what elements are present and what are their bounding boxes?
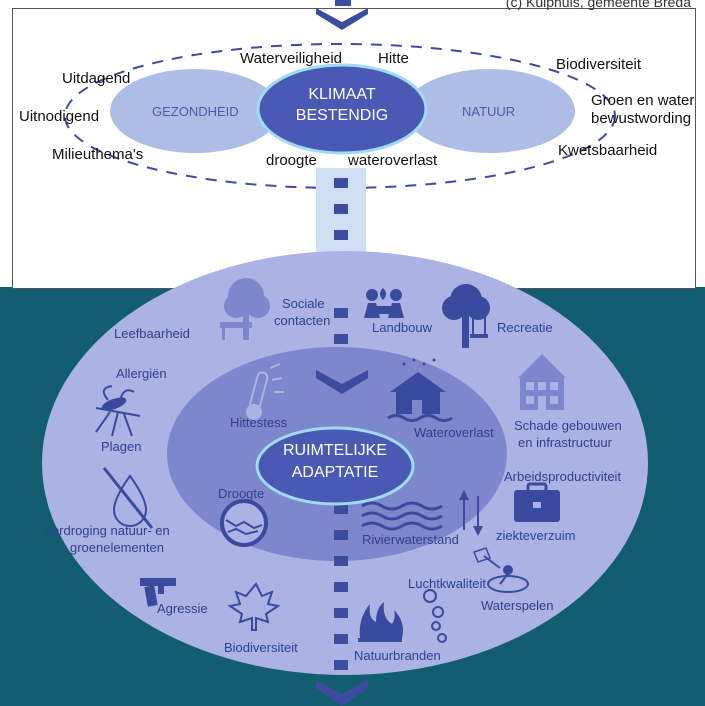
top-arrow <box>316 0 368 30</box>
label-biodiversiteit-top: Biodiversiteit <box>556 56 642 73</box>
damaged-building-icon <box>518 354 566 410</box>
thermometer-icon <box>246 363 284 420</box>
mosquito-icon <box>95 385 141 437</box>
top-dashed-ring <box>64 43 616 189</box>
chevron-down-icon <box>316 680 368 706</box>
label-contacten: contacten <box>274 313 331 328</box>
chevron-down-icon <box>316 370 368 394</box>
label-schade: Schade gebouwen <box>514 418 622 433</box>
bottom-dashes <box>334 308 348 670</box>
tree-swing-icon <box>442 284 490 348</box>
label-droogte: Droogte <box>218 486 265 501</box>
label-groenelementen: groenelementen <box>70 540 164 555</box>
gun-icon <box>140 578 176 607</box>
label-infrastructuur: en infrastructuur <box>518 435 612 450</box>
label-ziekteverzuim: ziekteverzuim <box>496 528 576 543</box>
ruimtelijke-line1: RUIMTELIJKE <box>282 442 387 459</box>
people-plant-icon <box>364 288 404 318</box>
label-hitte: Hitte <box>378 50 409 67</box>
maple-leaf-icon <box>227 582 281 631</box>
fire-icon <box>358 602 403 642</box>
klimaat-line2: BESTENDIG <box>295 107 389 124</box>
label-rivierwaterstand: Rivierwaterstand <box>362 532 459 547</box>
label-landbouw: Landbouw <box>372 320 432 335</box>
label-sociale: Sociale <box>282 296 325 311</box>
label-waterveiligheid: Waterveiligheid <box>240 50 342 67</box>
label-allergien: Allergiën <box>116 366 167 381</box>
no-water-drop-icon <box>102 467 154 529</box>
flooded-house-icon <box>387 358 453 422</box>
label-leefbaarheid: Leefbaarheid <box>114 326 190 341</box>
water-waves-icon <box>361 490 483 536</box>
label-luchtkwaliteit: Luchtkwaliteit <box>408 576 487 591</box>
label-natuur: NATUUR <box>462 104 516 119</box>
label-plagen: Plagen <box>101 439 142 454</box>
tree-bench-icon <box>220 278 270 340</box>
label-droogte-top: droogte <box>266 152 317 169</box>
briefcase-icon <box>514 482 560 522</box>
klimaat-line1: KLIMAAT <box>308 86 376 103</box>
label-recreatie: Recreatie <box>497 320 553 335</box>
dry-ground-icon <box>220 499 268 547</box>
copyright-text: (c) Kuiphuis, gemeente Breda <box>505 0 691 10</box>
label-uitdagend: Uitdagend <box>62 70 131 87</box>
label-verdroging: Verdroging natuur- en <box>44 523 170 538</box>
label-wateroverlast-top: wateroverlast <box>348 152 438 169</box>
label-kwetsbaarheid: Kwetsbaarheid <box>558 142 658 159</box>
label-hittestess: Hittestess <box>230 415 288 430</box>
label-natuurbranden: Natuurbranden <box>354 648 441 663</box>
klimaat-ellipse <box>256 63 428 155</box>
natuur-ellipse <box>405 69 575 153</box>
ruimtelijke-line2: ADAPTATIE <box>291 464 379 481</box>
label-bewustwording: bewustwording <box>591 110 692 127</box>
label-gezondheid: GEZONDHEID <box>152 104 239 119</box>
label-agressie: Agressie <box>157 601 208 616</box>
gezondheid-ellipse <box>110 69 280 153</box>
label-arbeidsproductiviteit: Arbeidsproductiviteit <box>504 469 622 484</box>
swimmer-icon <box>473 547 529 593</box>
bubbles-icon <box>423 589 447 643</box>
label-wateroverlast: Wateroverlast <box>414 425 494 440</box>
label-uitnodigend: Uitnodigend <box>19 108 100 125</box>
label-milieuthemas: Milieuthema's <box>52 146 144 163</box>
label-groen-water: Groen en water <box>591 92 695 109</box>
label-waterspelen: Waterspelen <box>481 598 554 613</box>
ruimtelijke-ellipse <box>255 426 415 506</box>
label-biodiversiteit: Biodiversiteit <box>224 640 298 655</box>
